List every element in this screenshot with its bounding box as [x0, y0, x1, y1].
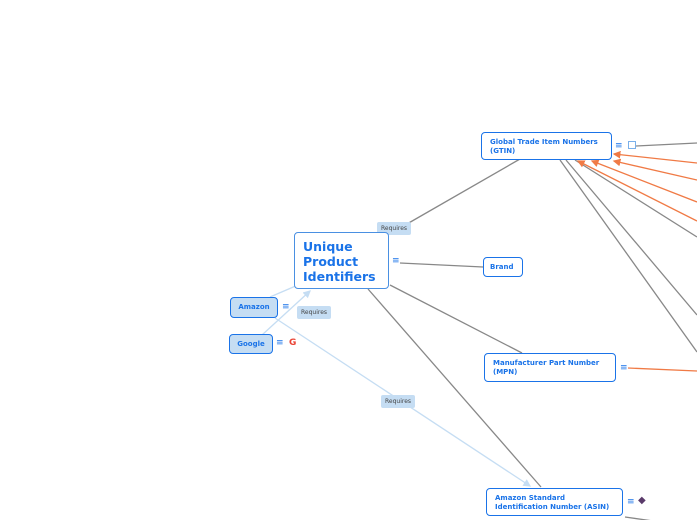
topic-gtin[interactable]: Global Trade Item Numbers (GTIN) [481, 132, 612, 160]
relation-label[interactable]: Requires [381, 395, 416, 408]
topic-amazon[interactable]: Amazon [230, 297, 278, 318]
topic-brand[interactable]: Brand [483, 257, 523, 277]
notes-icon[interactable]: ≡ [392, 256, 400, 266]
google-icon: G [289, 338, 297, 348]
link-icon[interactable] [628, 141, 636, 149]
edge-central-brand [399, 262, 484, 268]
topic-asin[interactable]: Amazon Standard Identification Number (A… [486, 488, 623, 516]
notes-icon[interactable]: ≡ [615, 141, 623, 151]
topic-mpn[interactable]: Manufacturer Part Number (MPN) [484, 353, 616, 382]
notes-icon[interactable]: ≡ [627, 497, 635, 507]
edge-central-gtin [399, 158, 521, 229]
topic-google[interactable]: Google [229, 334, 273, 354]
relation-label[interactable]: Requires [297, 306, 332, 319]
notes-icon[interactable]: ≡ [276, 338, 284, 348]
relation-label[interactable]: Requires [377, 222, 412, 235]
notes-icon[interactable]: ≡ [282, 302, 290, 312]
edge-central-mpn [389, 284, 523, 354]
pin-icon: ◆ [638, 495, 646, 506]
edge-central-asin [367, 288, 542, 488]
notes-icon[interactable]: ≡ [620, 363, 628, 373]
central-topic[interactable]: Unique Product Identifiers [294, 232, 389, 289]
